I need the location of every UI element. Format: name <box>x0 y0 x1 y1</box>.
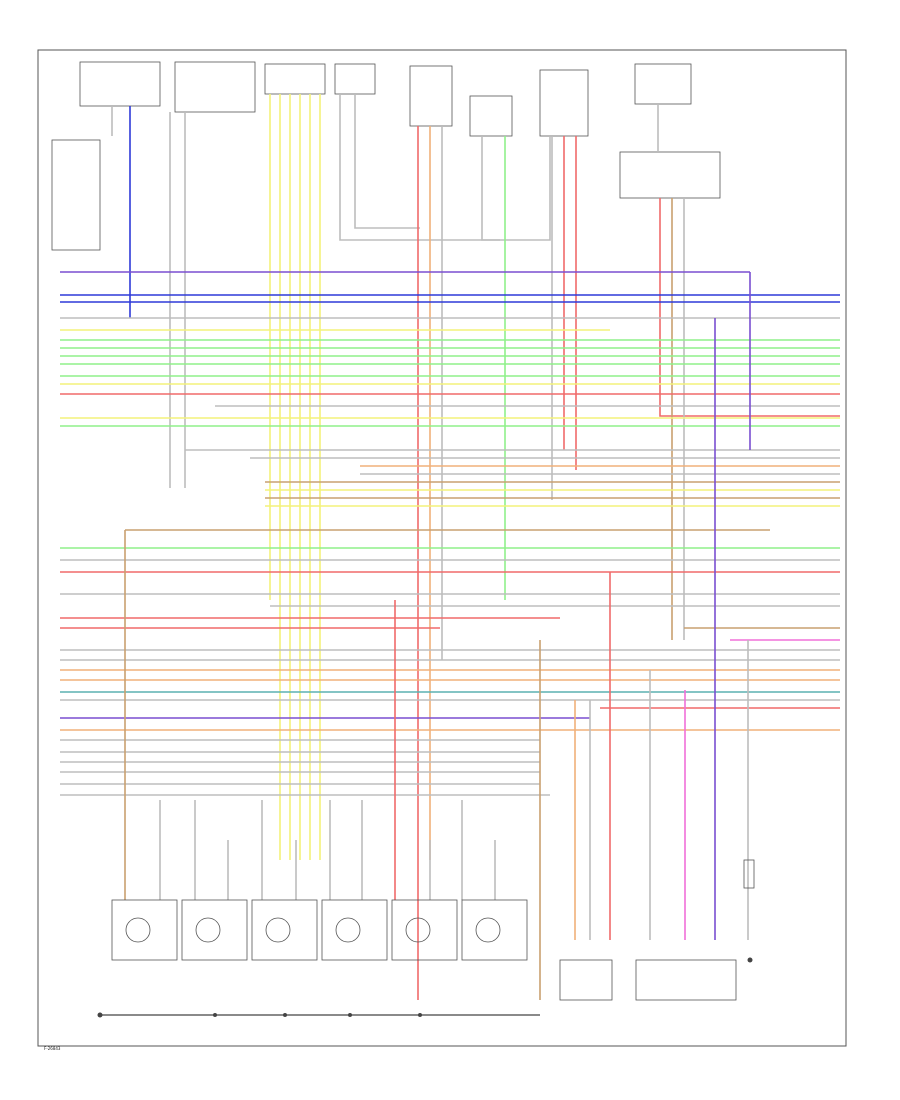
diagram-border <box>37 49 847 1047</box>
ground-bus <box>97 957 753 1018</box>
heated-oxygen-sensor <box>559 959 613 1001</box>
fuel-injectors <box>111 899 528 961</box>
ecm-connector <box>334 63 376 95</box>
wire-gray-ecm-2 <box>354 94 420 229</box>
fuel-injector-icon <box>111 899 178 961</box>
hot-in-run-fuse <box>634 63 692 105</box>
ignition-switch <box>174 61 256 113</box>
wire-red-fp <box>659 198 840 417</box>
pressure-switch <box>51 139 101 251</box>
resistor-icon <box>743 859 755 889</box>
fuel-injector-icon <box>251 899 318 961</box>
bottom-components <box>559 859 755 1001</box>
fuel-injector-icon <box>321 899 388 961</box>
hot-at-all-times-fuse-box <box>79 61 161 107</box>
fuel-injector-icon <box>391 899 458 961</box>
bottom-vertical-wires <box>124 272 751 1000</box>
wire-gray-iac <box>481 136 500 241</box>
ground-icon <box>97 957 753 1018</box>
fuel-injector-icon <box>461 899 528 961</box>
corner-label: F-26843 <box>44 1046 61 1051</box>
wire-gray-ecm-1 <box>339 94 551 241</box>
fuel-pump-relay <box>619 151 721 199</box>
engine-coolant-temp-sensor <box>635 959 737 1001</box>
mass-air-flow-sensor <box>409 65 453 127</box>
fuel-injector-icon <box>181 899 248 961</box>
fuel-injector-relay-connector <box>264 63 326 95</box>
idle-air-control-valve <box>469 95 513 137</box>
top-components <box>51 61 721 251</box>
horizontal-bus-wires <box>60 271 840 796</box>
top-vertical-wires <box>111 94 840 1000</box>
crankshaft-position-sensor <box>539 69 589 137</box>
